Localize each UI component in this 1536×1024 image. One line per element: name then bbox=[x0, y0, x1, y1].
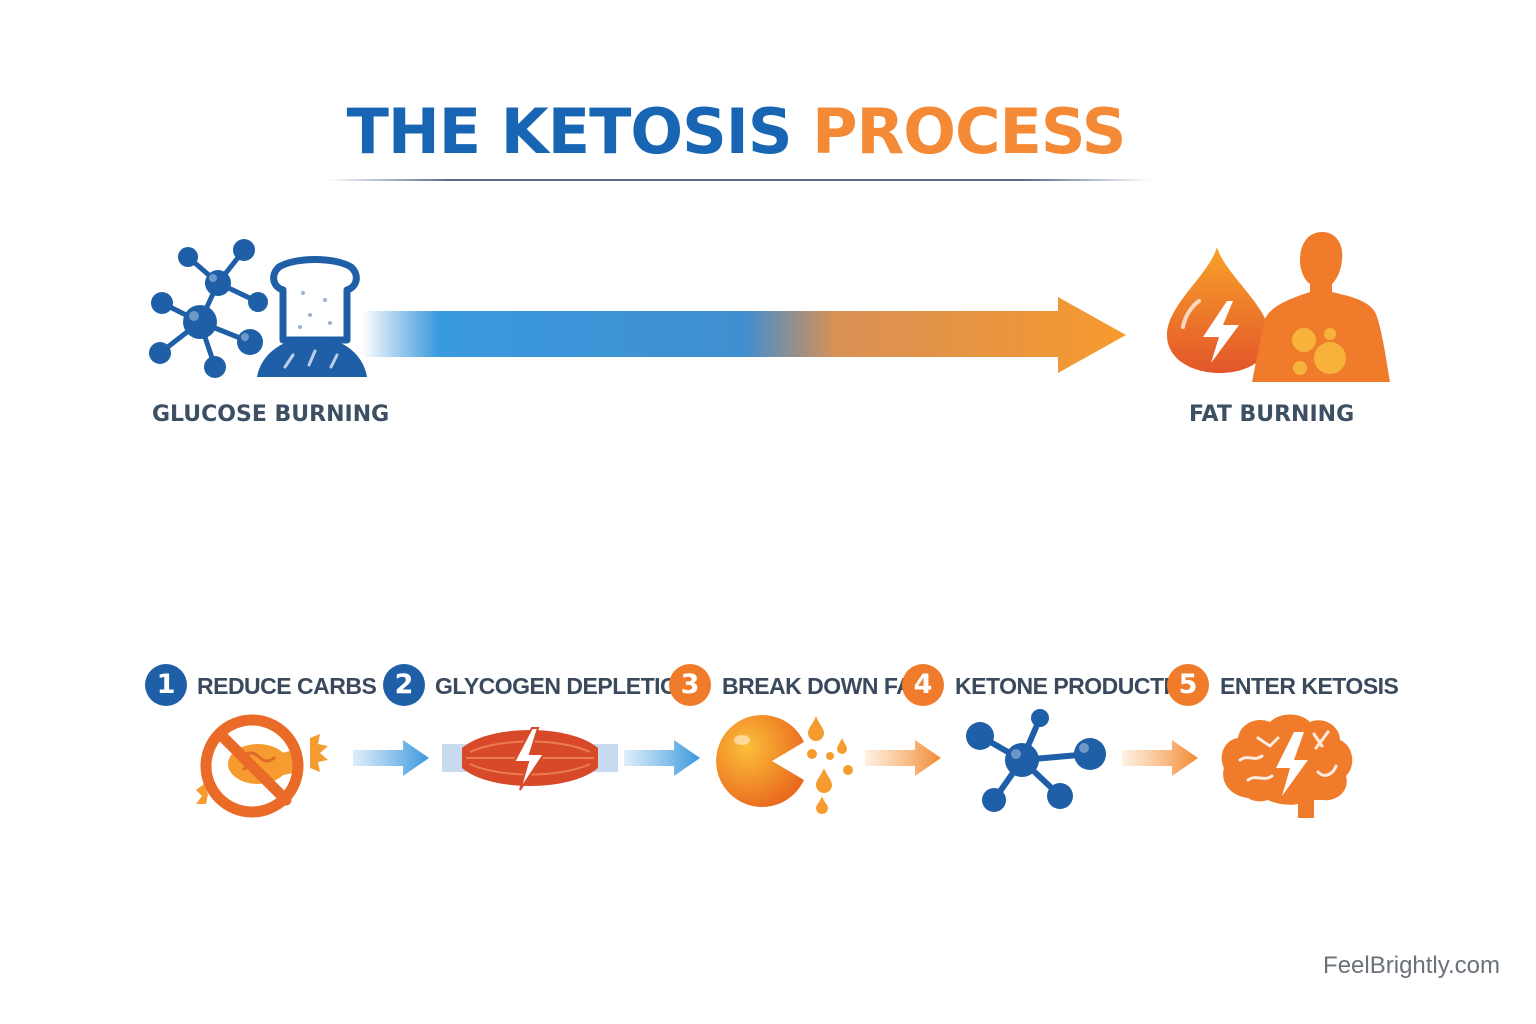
step-1-label: REDUCE CARBS bbox=[197, 673, 377, 699]
arrow-1-2 bbox=[353, 740, 429, 776]
step-4-label: KETONE PRODUCTION bbox=[955, 673, 1203, 699]
page-title: THE KETOSIS PROCESS bbox=[0, 92, 1472, 172]
molecule-icon bbox=[149, 239, 268, 378]
step-2-label: GLYCOGEN DEPLETION bbox=[435, 673, 694, 699]
step-5-badge: 5 bbox=[1167, 664, 1209, 706]
body-icon bbox=[1252, 232, 1390, 382]
arrow-3-4 bbox=[865, 740, 941, 776]
step-1-badge: 1 bbox=[145, 664, 187, 706]
step-3-badge: 3 bbox=[669, 664, 711, 706]
site-credit: FeelBrightly.com bbox=[1323, 952, 1500, 979]
title-divider bbox=[325, 179, 1151, 181]
no-carbs-icon bbox=[196, 714, 328, 818]
ketone-molecule-icon bbox=[966, 709, 1106, 812]
step-4-badge: 4 bbox=[902, 664, 944, 706]
arrow-2-3 bbox=[624, 740, 700, 776]
arrow-4-5 bbox=[1122, 740, 1198, 776]
title-part-blue: THE KETOSIS bbox=[346, 95, 793, 168]
transition-arrow bbox=[362, 297, 1126, 373]
glucose-burning-label: GLUCOSE BURNING bbox=[152, 402, 390, 427]
fat-burning-label: FAT BURNING bbox=[1189, 402, 1355, 427]
step-3-label: BREAK DOWN FAT bbox=[722, 673, 925, 699]
step-5-label: ENTER KETOSIS bbox=[1220, 673, 1399, 699]
bread-icon bbox=[257, 256, 367, 377]
fire-drop-icon bbox=[1167, 247, 1270, 373]
brain-bolt-icon bbox=[1221, 714, 1353, 818]
muscle-bolt-icon bbox=[442, 727, 618, 791]
title-part-orange: PROCESS bbox=[812, 95, 1126, 168]
fat-breakdown-icon bbox=[716, 715, 853, 814]
step-2-badge: 2 bbox=[383, 664, 425, 706]
